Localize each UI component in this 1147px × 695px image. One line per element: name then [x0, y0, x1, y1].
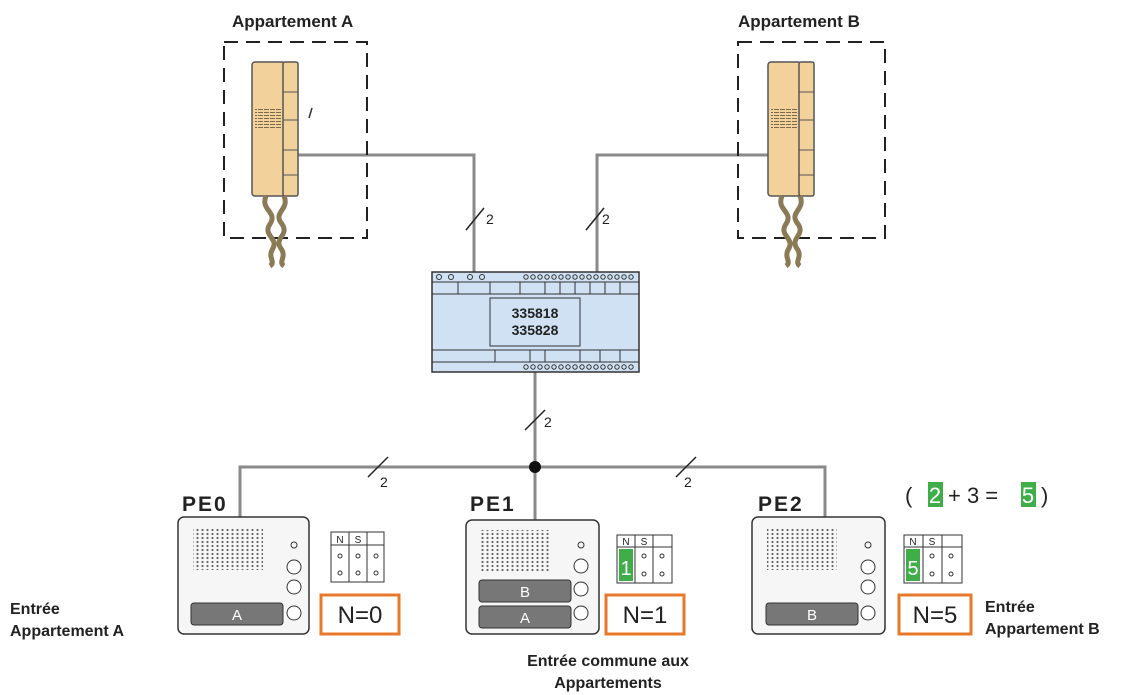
door-panel-pe2: PE2 B N S 5 N=5 Entrée Appartement B [751, 493, 1100, 638]
switch-active-indicator [619, 549, 633, 581]
entry-label-line1: Entrée [10, 601, 60, 618]
nameplate-a[interactable] [478, 605, 572, 629]
equation-open-paren: ( [905, 483, 913, 508]
nameplate-a[interactable] [190, 602, 284, 626]
equation-value-a: 2 [929, 483, 941, 508]
wire-count-mark [524, 409, 546, 431]
equation-close-paren: ) [1041, 483, 1048, 508]
wire-count-label: 2 [486, 211, 494, 227]
call-button-icon [573, 605, 589, 621]
door-panel-pe0: PE0 A N S N=0 Entrée Appartement A [10, 493, 401, 640]
module-ref-1: 335818 [512, 305, 559, 321]
switch-header-s: S [641, 537, 648, 548]
apartment-b-title: Appartement B [738, 12, 860, 31]
equation-highlight-a [928, 482, 943, 507]
indicator-icon [573, 558, 589, 574]
equation-highlight-result [1021, 482, 1036, 507]
wire-count-mark [675, 456, 697, 478]
dip-switch-pe0: N S [330, 531, 385, 583]
nameplate-a-label: A [520, 610, 530, 627]
dip-switch-pe2: N S 5 [903, 534, 963, 584]
switch-header-s: S [929, 537, 936, 548]
speaker-grille-icon [193, 528, 263, 570]
call-button-icon [286, 605, 302, 621]
indicator-icon [860, 559, 876, 575]
apartment-a-title: Appartement A [232, 12, 353, 31]
apartment-a-boundary [223, 41, 368, 239]
door-panel-pe1: PE1 B A N S 1 N=1 Entrée commune aux App… [465, 493, 689, 692]
switch-header-n: N [909, 537, 916, 548]
switch-value: 5 [907, 558, 918, 580]
handset-a-icon [251, 61, 313, 269]
wire-apartment-b [595, 153, 770, 272]
wire-count-mark [465, 207, 485, 231]
speaker-grille-icon [767, 528, 837, 570]
indicator-icon [286, 579, 302, 595]
entry-label-line1: Entrée commune aux [527, 653, 689, 670]
panel-pe0-label: PE0 [182, 493, 228, 516]
switch-header-n: N [336, 535, 343, 546]
entry-label-line2: Appartements [554, 675, 662, 692]
nameplate-b[interactable] [478, 579, 572, 603]
panel-pe2-label: PE2 [758, 493, 804, 516]
address-equation: ( 2 + 3 = 5 ) [905, 482, 1048, 508]
indicator-icon [286, 559, 302, 575]
wire-count-label: 2 [544, 414, 552, 430]
wire-panel-bus [238, 465, 827, 517]
n-value-box [319, 593, 401, 636]
entry-label-line1: Entrée [985, 599, 1035, 616]
nameplate-b-label: B [520, 584, 530, 601]
wire-count-mark [367, 456, 389, 478]
nameplate-b-label: B [807, 607, 817, 624]
module-label-plate [489, 297, 581, 347]
call-button-icon [860, 605, 876, 621]
wire-count-mark [585, 207, 605, 231]
camera-icon [290, 541, 298, 549]
equation-plus: + 3 = [948, 483, 998, 508]
handset-b-icon [767, 61, 815, 269]
apartment-b: Appartement B [737, 12, 886, 269]
panel-pe1-label: PE1 [470, 493, 516, 516]
switch-header-n: N [622, 537, 629, 548]
nameplate-b[interactable] [765, 602, 859, 626]
wire-apartment-a [296, 153, 476, 272]
apartment-b-boundary [737, 41, 886, 239]
camera-icon [864, 541, 872, 549]
n-value-label: N=1 [623, 602, 668, 629]
n-value-box [897, 593, 973, 636]
power-supply-module: 335818 335828 [431, 271, 640, 373]
wire-count-label: 2 [602, 211, 610, 227]
call-button-icon [573, 581, 589, 597]
camera-icon [577, 541, 585, 549]
switch-header-s: S [355, 535, 362, 546]
wire-count-label: 2 [380, 474, 388, 490]
entry-label-line2: Appartement A [10, 623, 125, 640]
n-value-box [604, 593, 686, 636]
nameplate-a-label: A [232, 607, 242, 624]
junction-dot [529, 461, 541, 473]
module-ref-2: 335828 [512, 322, 559, 338]
n-value-label: N=0 [338, 602, 383, 629]
entry-label-line2: Appartement B [985, 621, 1100, 638]
wire-count-label: 2 [684, 474, 692, 490]
equation-result: 5 [1022, 483, 1034, 508]
dip-switch-pe1: N S 1 [616, 534, 673, 584]
switch-value: 1 [620, 558, 631, 580]
n-value-label: N=5 [913, 602, 958, 629]
apartment-a: Appartement A [223, 12, 368, 269]
switch-active-indicator [906, 549, 920, 581]
indicator-icon [860, 579, 876, 595]
wiring: 2 2 2 2 2 [238, 153, 827, 520]
speaker-grille-icon [481, 530, 551, 572]
